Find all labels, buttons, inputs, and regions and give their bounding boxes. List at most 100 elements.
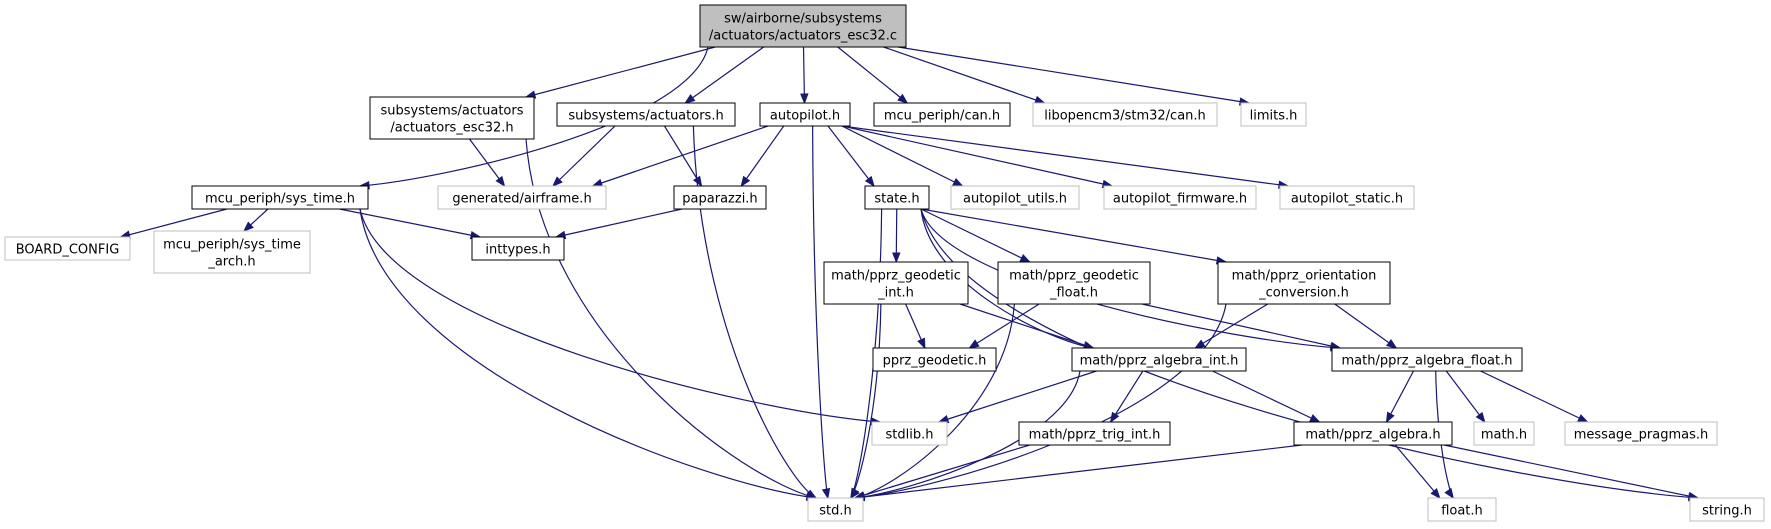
node-box bbox=[1427, 497, 1497, 522]
node-label: math/pprz_trig_int.h bbox=[1029, 428, 1161, 443]
edge-root-to-actuators-h bbox=[684, 46, 765, 104]
node-label: generated/airframe.h bbox=[452, 192, 591, 207]
node-actuators-esc32-h[interactable]: subsystems/actuators/actuators_esc32.h bbox=[369, 96, 535, 140]
node-orientation-h[interactable]: math/pprz_orientation _conversion.h bbox=[1217, 261, 1391, 305]
edge-root-to-limits-h bbox=[897, 46, 1251, 106]
edge-orientation-h-to-algebra-float-h bbox=[1334, 303, 1398, 349]
node-inttypes-h[interactable]: inttypes.h bbox=[471, 236, 565, 261]
node-airframe-h: generated/airframe.h bbox=[437, 185, 607, 210]
edge-geodetic-int-h-to-pprz-geodetic-h bbox=[905, 303, 926, 350]
node-label: pprz_geodetic.h bbox=[883, 354, 987, 369]
node-label: math/pprz_geodetic bbox=[831, 269, 961, 284]
edge-state-h-to-geodetic-float-h bbox=[920, 208, 1031, 263]
node-state-h[interactable]: state.h bbox=[864, 185, 930, 210]
node-label: _int.h bbox=[877, 286, 914, 301]
node-geodetic-int-h[interactable]: math/pprz_geodetic _int.h bbox=[823, 261, 969, 305]
edge-algebra-h-to-string-h bbox=[1443, 444, 1700, 501]
edge-sys-time-h-to-std-h bbox=[359, 208, 818, 502]
edge-algebra-float-h-to-float-h bbox=[1435, 370, 1455, 500]
edge-state-h-to-orientation-h bbox=[920, 208, 1228, 265]
edge-root-to-libopencm3-can-h bbox=[883, 46, 1046, 104]
node-root[interactable]: sw/airborne/subsystems/actuators/actuato… bbox=[699, 4, 907, 48]
node-box bbox=[437, 185, 607, 210]
node-box bbox=[807, 497, 864, 522]
node-trig-int-h[interactable]: math/pprz_trig_int.h bbox=[1018, 421, 1171, 446]
node-box bbox=[864, 185, 930, 210]
node-label: math/pprz_algebra_float.h bbox=[1342, 354, 1513, 369]
edge-sys-time-h-to-sys-time-arch-h bbox=[242, 208, 269, 232]
node-box bbox=[1293, 421, 1453, 446]
node-label: math/pprz_algebra_int.h bbox=[1080, 354, 1239, 369]
edge-actuators-esc32-h-to-airframe-h bbox=[469, 138, 506, 188]
edge-autopilot-h-to-paparazzi-h bbox=[740, 125, 785, 188]
node-algebra-int-h[interactable]: math/pprz_algebra_int.h bbox=[1071, 347, 1247, 372]
edge-autopilot-h-to-state-h bbox=[827, 125, 875, 188]
node-label: message_pragmas.h bbox=[1574, 428, 1709, 443]
node-label: mcu_periph/sys_time.h bbox=[205, 192, 355, 207]
edge-algebra-float-h-to-math-h bbox=[1445, 370, 1486, 424]
node-label: mcu_periph/sys_time bbox=[163, 238, 301, 253]
node-can-h[interactable]: mcu_periph/can.h bbox=[873, 102, 1011, 127]
edge-autopilot-h-to-autopilot-utils-h bbox=[841, 125, 964, 187]
node-limits-h: limits.h bbox=[1240, 102, 1307, 127]
node-autopilot-firmware-h: autopilot_firmware.h bbox=[1103, 185, 1257, 210]
node-label: /actuators/actuators_esc32.c bbox=[709, 29, 897, 44]
node-geodetic-float-h[interactable]: math/pprz_geodetic_float.h bbox=[997, 261, 1151, 305]
node-label: paparazzi.h bbox=[682, 192, 757, 207]
node-std-h: std.h bbox=[807, 497, 864, 522]
node-label: mcu_periph/can.h bbox=[884, 109, 1000, 124]
node-label: math.h bbox=[1481, 428, 1527, 443]
node-box bbox=[153, 230, 311, 274]
node-label: subsystems/actuators bbox=[381, 104, 524, 119]
edge-trig-int-h-to-std-h bbox=[853, 444, 1030, 500]
edge-orientation-h-to-algebra-int-h bbox=[1194, 303, 1269, 349]
node-label: stdlib.h bbox=[886, 428, 934, 443]
node-label: string.h bbox=[1702, 504, 1752, 519]
node-box bbox=[1103, 185, 1257, 210]
node-label: libopencm3/stm32/can.h bbox=[1044, 109, 1206, 124]
edge-algebra-int-h-to-algebra-h bbox=[1212, 370, 1321, 423]
node-label: math/pprz_algebra.h bbox=[1305, 428, 1440, 443]
node-label: /actuators_esc32.h bbox=[390, 121, 513, 136]
node-pprz-geodetic-h[interactable]: pprz_geodetic.h bbox=[872, 347, 997, 372]
edge-algebra-float-h-to-algebra-h bbox=[1385, 370, 1415, 424]
node-algebra-float-h[interactable]: math/pprz_algebra_float.h bbox=[1331, 347, 1523, 372]
node-float-h: float.h bbox=[1427, 497, 1497, 522]
node-label: state.h bbox=[874, 192, 919, 207]
edge-geodetic-float-h-to-pprz-geodetic-h bbox=[968, 303, 1040, 349]
node-label: autopilot_utils.h bbox=[963, 192, 1067, 207]
node-label: math/pprz_orientation bbox=[1232, 269, 1377, 284]
node-box bbox=[823, 261, 969, 305]
node-label: math/pprz_geodetic bbox=[1009, 269, 1139, 284]
node-message-pragmas-h: message_pragmas.h bbox=[1564, 421, 1718, 446]
node-box bbox=[191, 185, 369, 210]
node-box bbox=[873, 102, 1011, 127]
edge-root-to-actuators-esc32-h bbox=[524, 46, 716, 99]
node-box bbox=[1331, 347, 1523, 372]
node-label: _conversion.h bbox=[1258, 286, 1349, 301]
node-label: limits.h bbox=[1250, 109, 1298, 124]
node-box bbox=[1032, 102, 1218, 127]
edge-algebra-float-h-to-message-pragmas-h bbox=[1480, 370, 1589, 423]
node-stdlib-h: stdlib.h bbox=[871, 421, 948, 446]
node-algebra-h[interactable]: math/pprz_algebra.h bbox=[1293, 421, 1453, 446]
node-box bbox=[950, 185, 1080, 210]
node-box bbox=[872, 347, 997, 372]
node-label: _arch.h bbox=[207, 255, 255, 270]
node-box bbox=[871, 421, 948, 446]
node-box bbox=[1279, 185, 1415, 210]
node-label: float.h bbox=[1441, 504, 1483, 519]
node-sys-time-h[interactable]: mcu_periph/sys_time.h bbox=[191, 185, 369, 210]
edge-geodetic-int-h-to-std-h bbox=[849, 303, 882, 500]
node-actuators-h[interactable]: subsystems/actuators.h bbox=[556, 102, 736, 127]
node-box bbox=[4, 236, 131, 261]
edge-actuators-h-to-std-h bbox=[692, 125, 818, 499]
node-string-h: string.h bbox=[1689, 497, 1765, 522]
node-autopilot-h[interactable]: autopilot.h bbox=[759, 102, 851, 127]
node-paparazzi-h[interactable]: paparazzi.h bbox=[673, 185, 767, 210]
edge-autopilot-h-to-std-h bbox=[812, 125, 831, 500]
node-math-h: math.h bbox=[1473, 421, 1535, 446]
edge-algebra-h-to-std-h bbox=[853, 444, 1303, 502]
node-label: subsystems/actuators.h bbox=[568, 109, 723, 124]
